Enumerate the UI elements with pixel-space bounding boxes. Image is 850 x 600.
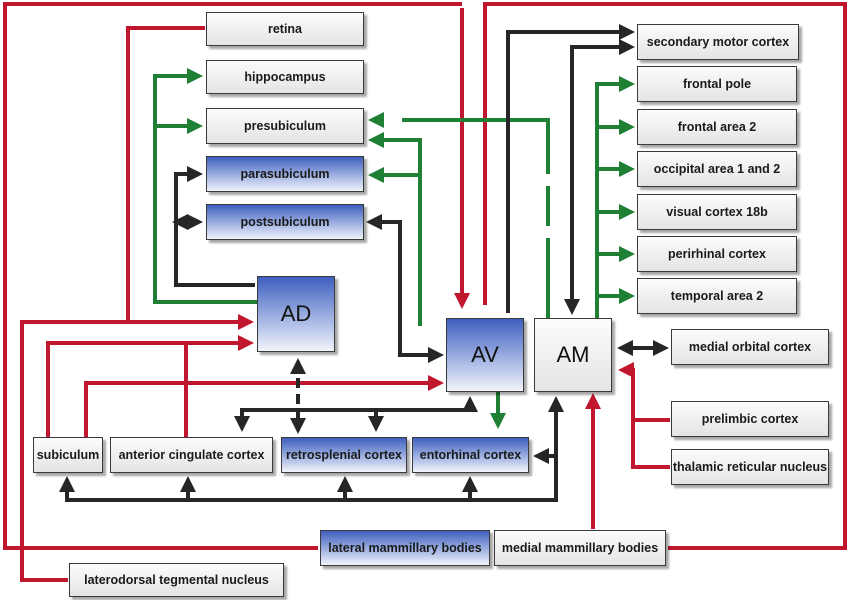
edge-black-av-postsub (366, 214, 444, 363)
edge-black-av-cortex-bus (234, 396, 478, 432)
node-retina: retina (206, 12, 364, 46)
node-secondary-motor-cortex: secondary motor cortex (637, 24, 799, 60)
edge-green-am-cortex-trunk (595, 76, 635, 318)
node-anterior-cingulate-cortex: anterior cingulate cortex (110, 437, 273, 473)
node-presubiculum: presubiculum (206, 108, 364, 144)
node-visual-cortex-18b: visual cortex 18b (637, 194, 797, 230)
node-laterodorsal-tegmental-nucleus: laterodorsal tegmental nucleus (69, 563, 284, 597)
edge-red-retina-ad (126, 26, 254, 330)
edge-green-am-presubiculum (368, 112, 550, 318)
node-prelimbic-cortex: prelimbic cortex (671, 401, 829, 437)
node-medial-mammillary-bodies: medial mammillary bodies (494, 530, 666, 566)
node-medial-orbital-cortex: medial orbital cortex (671, 329, 829, 365)
edge-red-subiculum-ad (46, 335, 254, 437)
edge-red-lmb-av (483, 2, 847, 550)
edge-black-bottom-bus (59, 456, 558, 502)
edge-red-ldtn (20, 320, 128, 582)
node-av: AV (446, 318, 524, 392)
edge-red-top-loop (3, 2, 462, 550)
node-occipital-area-1-and-2: occipital area 1 and 2 (637, 151, 797, 187)
edge-green-ad-hippocampus (153, 68, 257, 304)
edge-red-trn-am (631, 420, 670, 469)
edge-green-av-presubiculum (368, 132, 422, 326)
node-subiculum: subiculum (33, 437, 103, 473)
node-am: AM (534, 318, 612, 392)
node-hippocampus: hippocampus (206, 60, 364, 94)
node-entorhinal-cortex: entorhinal cortex (412, 437, 529, 473)
node-frontal-area-2: frontal area 2 (637, 109, 797, 145)
node-thalamic-reticular-nucleus: thalamic reticular nucleus (671, 449, 829, 485)
node-parasubiculum: parasubiculum (206, 156, 364, 192)
edge-red-prelimbic-am (618, 362, 670, 422)
node-ad: AD (257, 276, 335, 352)
node-postsubiculum: postsubiculum (206, 204, 364, 240)
edge-black-av-smc (506, 24, 635, 313)
edge-red-subiculum-av (84, 375, 444, 437)
node-perirhinal-cortex: perirhinal cortex (637, 236, 797, 272)
edge-black-am-smc (564, 39, 635, 315)
node-retrosplenial-cortex: retrosplenial cortex (281, 437, 407, 473)
node-frontal-pole: frontal pole (637, 66, 797, 102)
node-lateral-mammillary-bodies: lateral mammillary bodies (320, 530, 490, 566)
edge-black-am-entorhinal (533, 396, 564, 464)
node-temporal-area-2: temporal area 2 (637, 278, 797, 314)
